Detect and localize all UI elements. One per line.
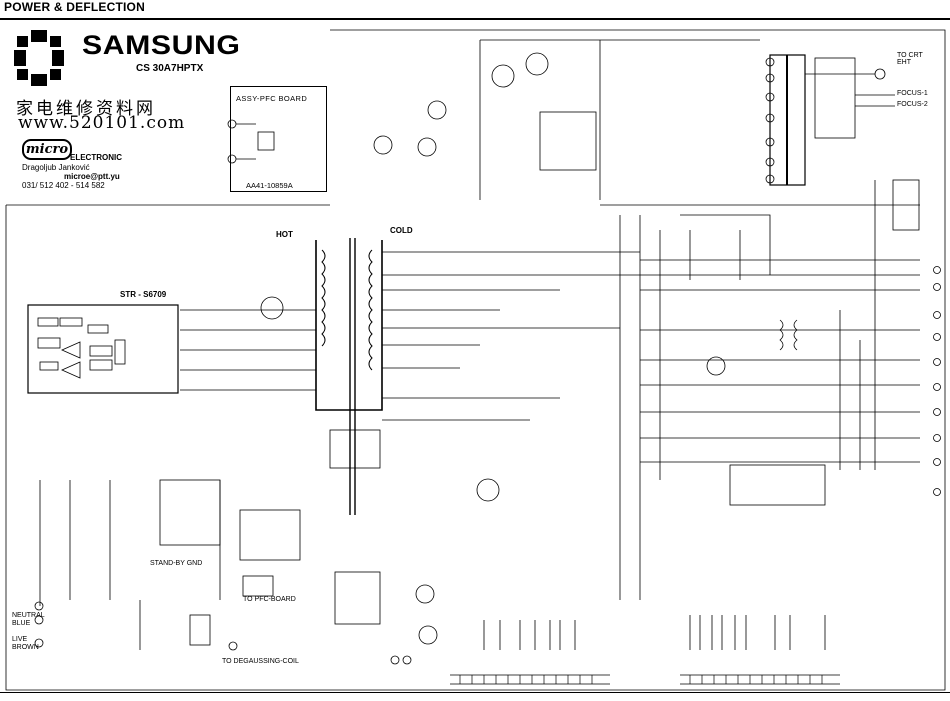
to-degaussing-label: TO DEGAUSSING-COIL [222, 658, 299, 665]
focus-2-label: FOCUS-2 [897, 101, 928, 108]
pfc-board-box [230, 86, 327, 192]
header-divider [0, 18, 950, 20]
hot-side-label: HOT [276, 230, 293, 239]
focus-1-label: FOCUS-1 [897, 90, 928, 97]
eht-text: EHT [897, 59, 911, 66]
neutral-text: NEUTRAL [12, 612, 45, 619]
pfc-board-part-number: AA41-10859A [246, 181, 293, 190]
micro-logo: micro [22, 139, 72, 160]
to-pfc-board-label: TO PFC-BOARD [243, 596, 296, 603]
standby-gnd-label: STAND-BY GND [150, 560, 203, 567]
ic-part-label: STR - S6709 [120, 290, 167, 299]
live-color-text: BROWN [12, 644, 39, 651]
author-name: Dragoljub Janković [22, 163, 90, 172]
cold-side-label: COLD [390, 226, 413, 235]
footer-divider [0, 692, 950, 693]
author-phone: 031/ 512 402 - 514 582 [22, 181, 105, 190]
page-title: POWER & DEFLECTION [4, 0, 145, 14]
pfc-board-title: ASSY-PFC BOARD [236, 94, 308, 103]
neutral-color-text: BLUE [12, 620, 31, 627]
author-email: microe@ptt.yu [64, 172, 120, 181]
live-text: LIVE [12, 636, 28, 643]
samsung-logo-icon [14, 30, 64, 86]
brand-name: SAMSUNG [82, 30, 241, 60]
model-number: CS 30A7HPTX [136, 63, 204, 74]
watermark-url: www.520101.com [18, 113, 186, 133]
watermark-text: 家电维修资料网 [16, 99, 156, 119]
company-name: ELECTRONIC [70, 153, 122, 162]
to-crt-text: TO CRT [897, 52, 923, 59]
